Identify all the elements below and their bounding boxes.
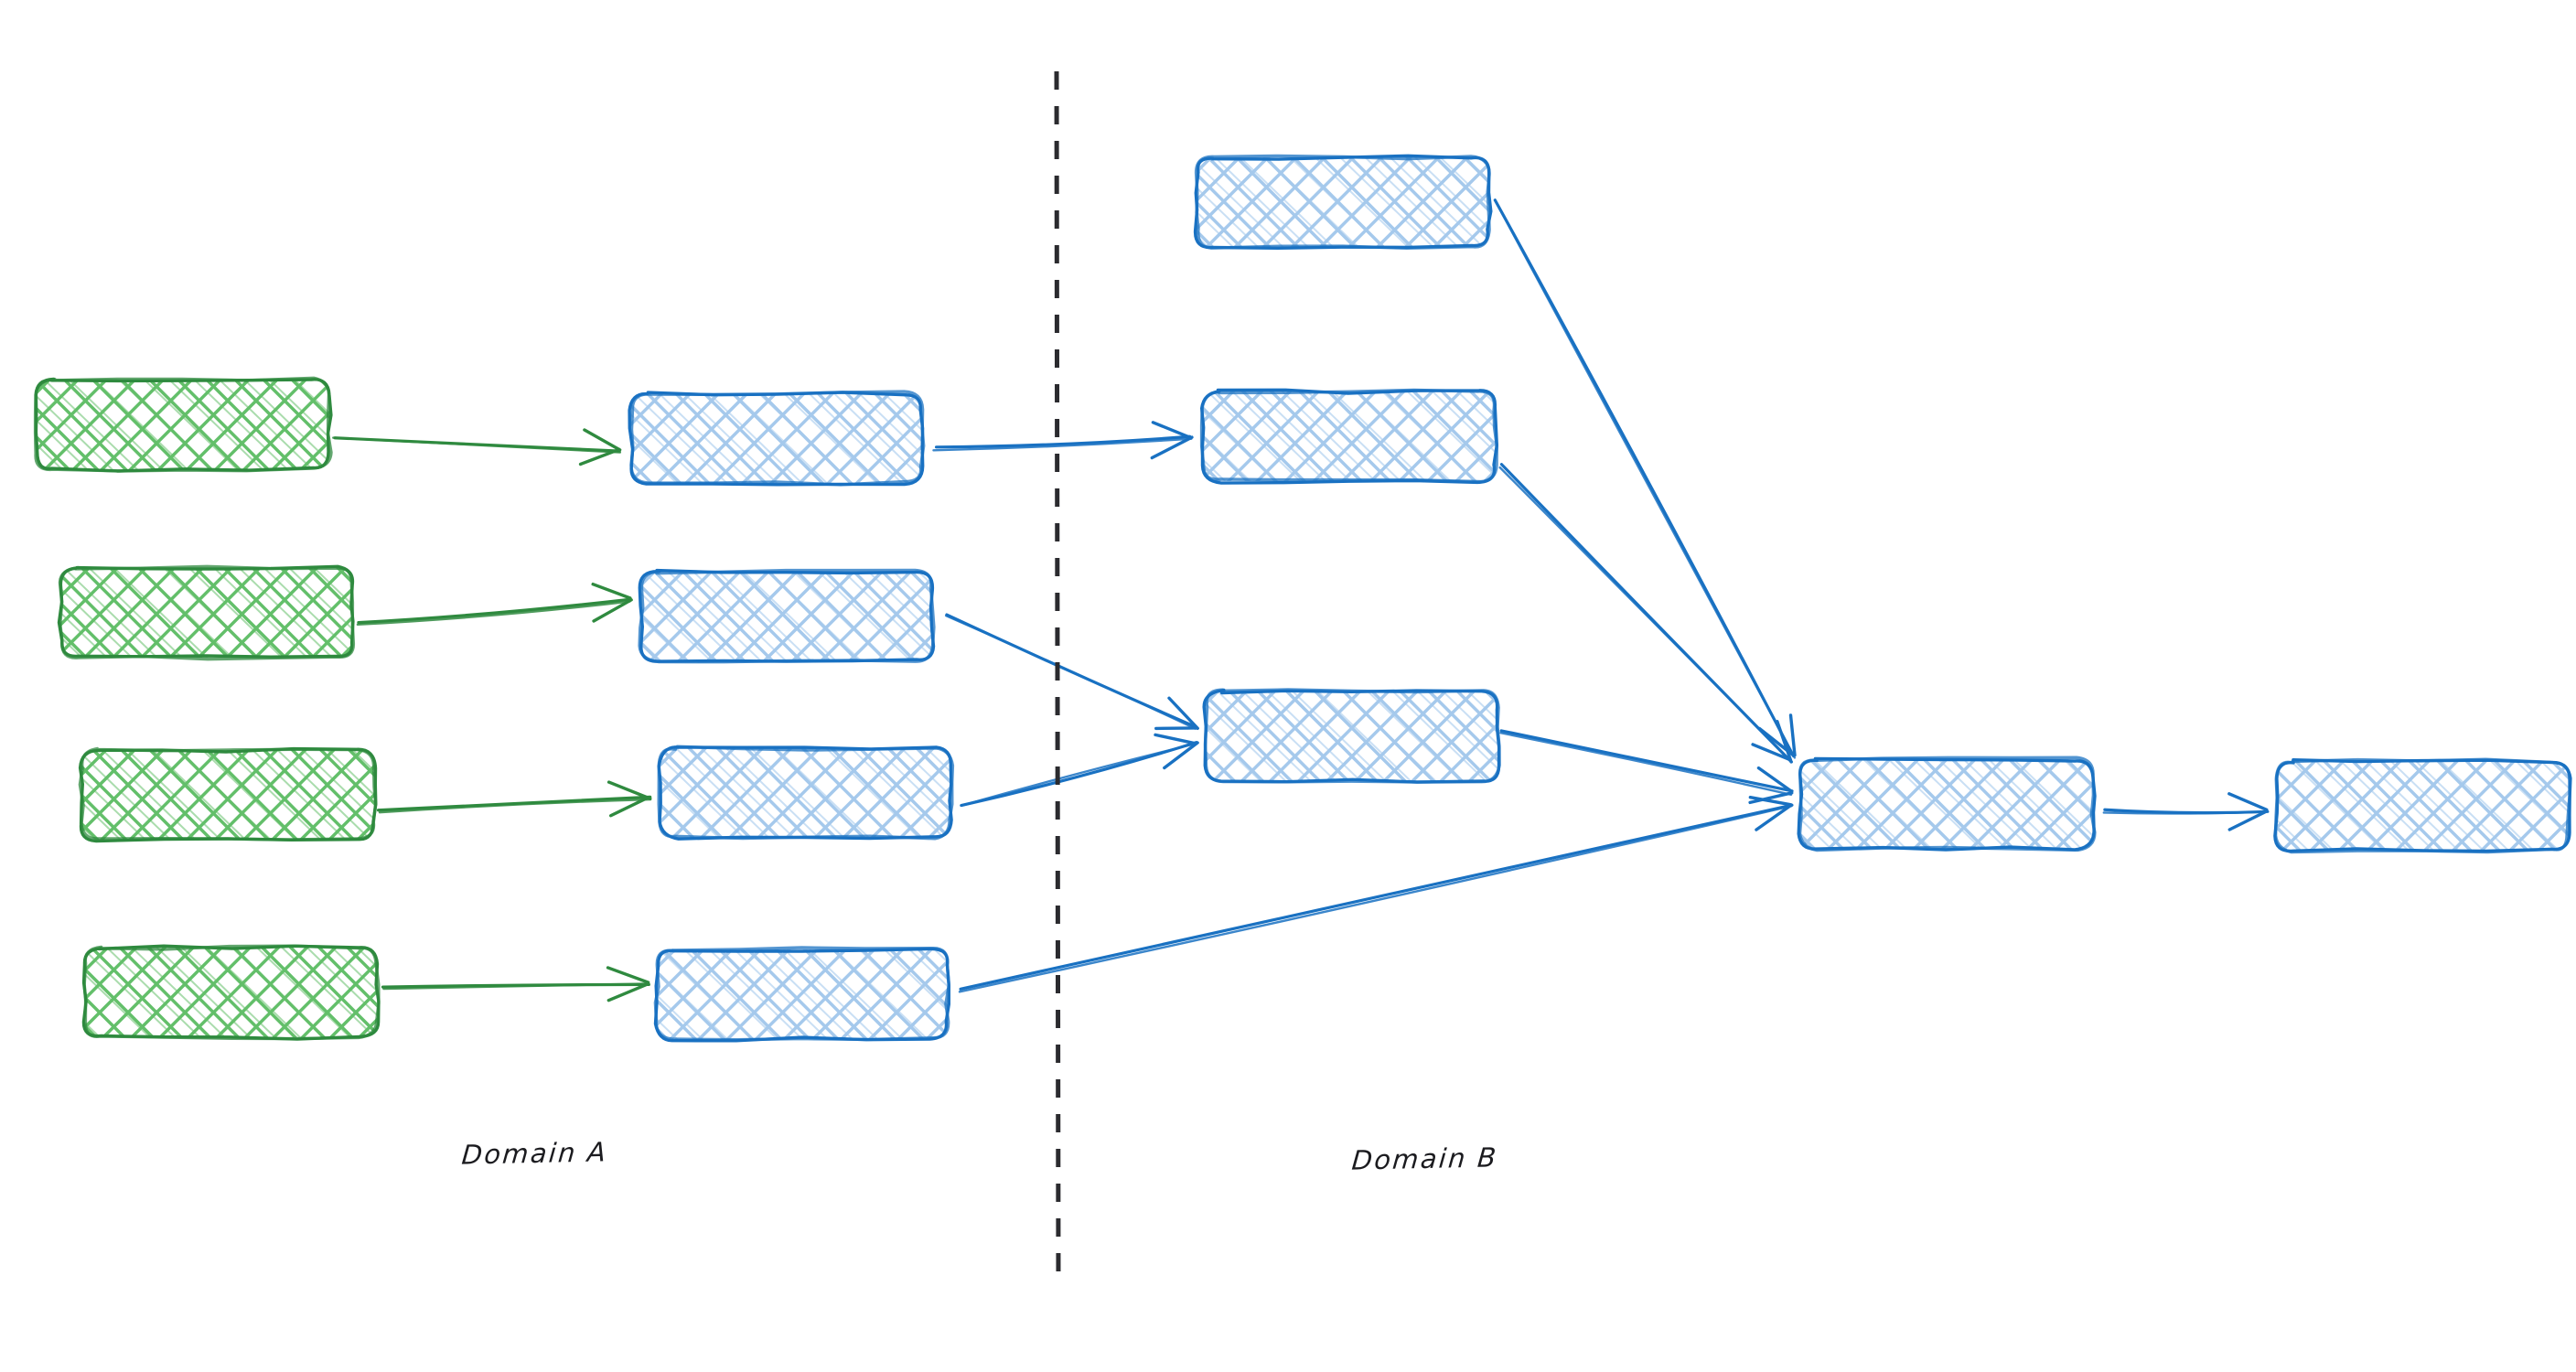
node-outline [58, 564, 356, 661]
node-c3[interactable] [1202, 688, 1501, 784]
edge-line [1494, 199, 1797, 759]
node-d1[interactable] [1797, 756, 2097, 852]
edge-line [959, 803, 1794, 991]
node-outline [1199, 388, 1498, 484]
edge-line [356, 600, 631, 627]
edge-arrowhead [583, 428, 622, 452]
edge-arrowhead [1751, 743, 1792, 762]
edge-line [944, 614, 1197, 730]
edge-arrowhead [1755, 803, 1793, 831]
node-c2[interactable] [1199, 388, 1498, 485]
node-b3[interactable] [657, 745, 955, 841]
edge-arrowhead [1151, 421, 1192, 439]
node-outline [2273, 757, 2571, 854]
edge-arrowhead [1150, 435, 1194, 460]
edge-b1-to-c2[interactable] [932, 421, 1194, 460]
edge-arrowhead [1748, 795, 1793, 807]
edge-arrowhead [592, 598, 633, 623]
edge-line [1499, 732, 1793, 796]
node-fill-cross [84, 948, 377, 1037]
node-outline [33, 376, 333, 473]
node-outline [657, 745, 955, 841]
node-outline [1203, 688, 1501, 784]
edge-a3-to-b3[interactable] [376, 780, 652, 818]
edge-c2-to-d1[interactable] [1498, 463, 1793, 764]
edge-arrowhead [1167, 696, 1199, 730]
edge-line [332, 436, 622, 454]
node-fill-cross [2276, 761, 2569, 851]
edge-b4-to-d1[interactable] [958, 795, 1794, 993]
node-a4[interactable] [81, 944, 381, 1041]
node-fill-cross [657, 949, 948, 1039]
edge-a1-to-b1[interactable] [332, 428, 622, 466]
edge-line [382, 982, 649, 991]
edge-arrowhead [1756, 766, 1793, 793]
node-c1[interactable] [1193, 154, 1493, 250]
node-outline [1194, 154, 1491, 250]
edge-c3-to-d1[interactable] [1499, 729, 1794, 805]
node-fill-cross [1197, 157, 1489, 247]
node-fill-cross [631, 393, 922, 483]
node-fill-cross [1800, 759, 2093, 849]
edge-line [934, 434, 1192, 449]
node-outline [629, 390, 926, 487]
node-a1[interactable] [33, 376, 333, 473]
edge-line [961, 742, 1197, 807]
edge-c1-to-d1[interactable] [1493, 198, 1797, 759]
edge-d1-to-e1[interactable] [2102, 792, 2270, 831]
node-fill-cross [641, 572, 932, 661]
label-domain-b: Domain B [1350, 1142, 1499, 1176]
edge-arrowhead [1163, 741, 1199, 770]
edge-line [2102, 810, 2268, 815]
node-b4[interactable] [653, 946, 950, 1043]
edge-line [1499, 729, 1794, 793]
label-domain-a: Domain A [460, 1136, 609, 1171]
node-outline [638, 568, 936, 664]
edge-arrowhead [608, 796, 650, 818]
node-layer [33, 154, 2572, 1043]
edge-arrowhead [591, 582, 632, 600]
edge-arrowhead [606, 780, 652, 800]
node-a3[interactable] [78, 746, 378, 843]
node-fill-cross [660, 748, 951, 838]
edge-arrowhead [1776, 720, 1793, 764]
edge-line [357, 597, 632, 625]
node-outline [628, 391, 925, 487]
edge-arrowhead [578, 447, 621, 466]
edge-line [378, 798, 652, 814]
divider-layer [1054, 70, 1061, 1286]
node-a2[interactable] [57, 564, 356, 661]
edge-arrowhead [606, 966, 650, 984]
node-e1[interactable] [2273, 757, 2572, 854]
domain-divider-line [1054, 70, 1061, 1286]
edge-line [376, 795, 652, 812]
edge-arrowhead [2227, 809, 2269, 831]
edge-line [958, 805, 1793, 993]
edge-arrowhead [1748, 791, 1794, 805]
node-b1[interactable] [628, 390, 926, 487]
edge-arrowhead [2227, 792, 2269, 812]
node-outline [1798, 756, 2097, 852]
edge-arrowhead [1154, 733, 1197, 745]
node-fill-cross [1203, 391, 1496, 481]
node-fill-cross [37, 380, 329, 469]
node-fill-cross [60, 568, 353, 658]
node-fill-cross [81, 750, 374, 840]
edge-b3-to-c3[interactable] [960, 733, 1199, 808]
node-fill-cross [1206, 691, 1498, 781]
node-outline [78, 746, 378, 841]
edge-arrowhead [606, 982, 649, 1002]
edge-layer [332, 198, 2270, 1002]
node-outline [653, 946, 950, 1042]
edge-line [932, 437, 1193, 452]
edge-arrowhead [1788, 713, 1797, 757]
node-b2[interactable] [638, 568, 936, 664]
edge-line [1498, 466, 1793, 763]
node-outline [82, 944, 381, 1041]
edge-a2-to-b2[interactable] [356, 582, 633, 627]
edge-b2-to-c3[interactable] [944, 613, 1199, 731]
edge-a4-to-b4[interactable] [381, 966, 650, 1002]
